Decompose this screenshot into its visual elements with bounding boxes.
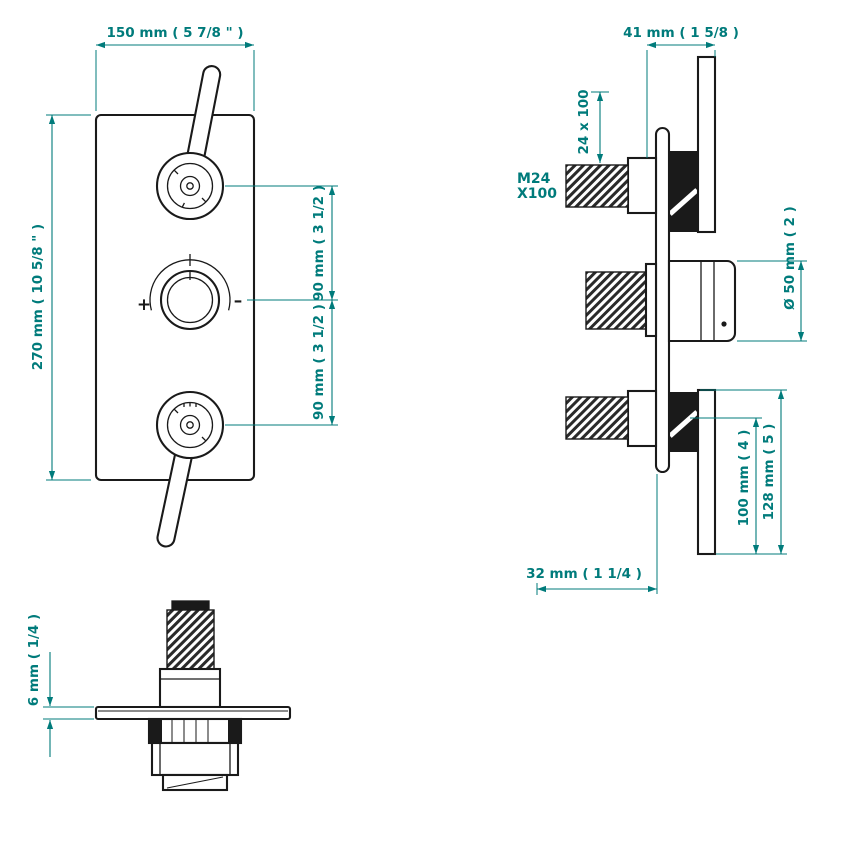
front-view: + – 150 mm ( 5 7/8 " ) [30, 25, 338, 548]
thread-spec-line1: M24 [517, 171, 551, 187]
cold-valve-knurl-ticks [173, 402, 207, 442]
top-inlet-thread [565, 164, 629, 208]
cartridge-screw-dot [721, 321, 727, 327]
dim-bracket-height: 128 mm ( 5 ) [700, 389, 787, 555]
dim-valve-spacing: 90 mm ( 3 1/2 ) 90 mm ( 3 1/2 ) [225, 185, 338, 426]
wall-plate-side [654, 126, 671, 474]
plate-thickness-label: 6 mm ( 1/4 ) [26, 614, 42, 706]
body-band1-left-dark [149, 719, 162, 743]
temperature-knob [159, 269, 221, 331]
body-band3-chamfer [166, 776, 224, 789]
hot-valve-center [186, 182, 194, 190]
body-band-1 [147, 717, 243, 745]
dim-plate-height: 270 mm ( 10 5/8 " ) [30, 114, 91, 481]
thread-length-label: 24 x 100 [576, 89, 592, 154]
body-band1-ribs [171, 719, 209, 743]
minus-mark: – [234, 291, 243, 311]
body-band1-right-dark [228, 719, 241, 743]
bottom-outlet-thread [565, 396, 629, 440]
top-inlet-body [626, 156, 658, 215]
stem-thread [166, 609, 215, 670]
thread-spec-label: M24 X100 [517, 171, 557, 202]
stem-collar [158, 667, 222, 709]
upper-spacing-label: 90 mm ( 3 1/2 ) [311, 185, 327, 301]
lower-spacing-label: 90 mm ( 3 1/2 ) [311, 304, 327, 420]
hot-valve-escutcheon [155, 151, 225, 221]
middle-connection [585, 259, 737, 343]
bottom-outlet-body [626, 389, 658, 448]
hot-valve-ring [166, 162, 214, 210]
valve-body-section [147, 717, 243, 792]
valve-stem-section [158, 600, 222, 709]
depth-label: 32 mm ( 1 1/4 ) [526, 566, 642, 582]
dim-bracket-offset: 41 mm ( 1 5/8 ) [623, 25, 739, 158]
dim-plate-thickness: 6 mm ( 1/4 ) [26, 614, 94, 757]
body-band-2 [150, 741, 240, 777]
top-mounting-bracket [696, 55, 717, 234]
lower-body-highlight [668, 410, 699, 438]
cold-valve-escutcheon [155, 390, 225, 460]
section-view: 6 mm ( 1/4 ) [26, 600, 292, 792]
wall-plate-section [94, 705, 292, 721]
lower-offset-label: 100 mm ( 4 ) [736, 430, 752, 527]
temperature-knob-assembly: + – [137, 254, 243, 331]
thread-spec-line2: X100 [517, 186, 557, 202]
side-view: 41 mm ( 1 5/8 ) 24 x 100 M24 X100 Ø 50 m… [517, 25, 807, 595]
top-inlet-connection [565, 156, 658, 215]
cartridge-diameter-label: Ø 50 mm ( 2 ) [782, 206, 798, 310]
dim-thread-length: 24 x 100 [576, 89, 609, 163]
bottom-outlet-connection [565, 389, 658, 448]
dim-plate-width: 150 mm ( 5 7/8 " ) [95, 25, 255, 111]
middle-thread [585, 271, 647, 330]
cold-valve-screw [179, 414, 201, 436]
bottom-mounting-bracket [696, 388, 717, 556]
hot-valve-knurl-ticks [173, 169, 207, 208]
cartridge-housing [667, 259, 737, 343]
dim-depth: 32 mm ( 1 1/4 ) [526, 474, 658, 595]
upper-body-highlight [668, 188, 699, 216]
stem-cap [172, 601, 209, 610]
hot-valve-screw [179, 175, 201, 197]
plate-width-label: 150 mm ( 5 7/8 " ) [107, 25, 244, 41]
dim-lower-offset: 100 mm ( 4 ) [690, 417, 762, 554]
bracket-offset-label: 41 mm ( 1 5/8 ) [623, 25, 739, 41]
plate-height-label: 270 mm ( 10 5/8 " ) [30, 224, 46, 370]
cold-valve-assembly [155, 390, 225, 548]
plus-mark: + [137, 295, 151, 315]
hot-valve-assembly [155, 65, 225, 221]
bracket-height-label: 128 mm ( 5 ) [761, 424, 777, 521]
dim-cartridge-diameter: Ø 50 mm ( 2 ) [737, 206, 807, 342]
cold-valve-center [186, 421, 194, 429]
middle-stub [644, 262, 658, 338]
